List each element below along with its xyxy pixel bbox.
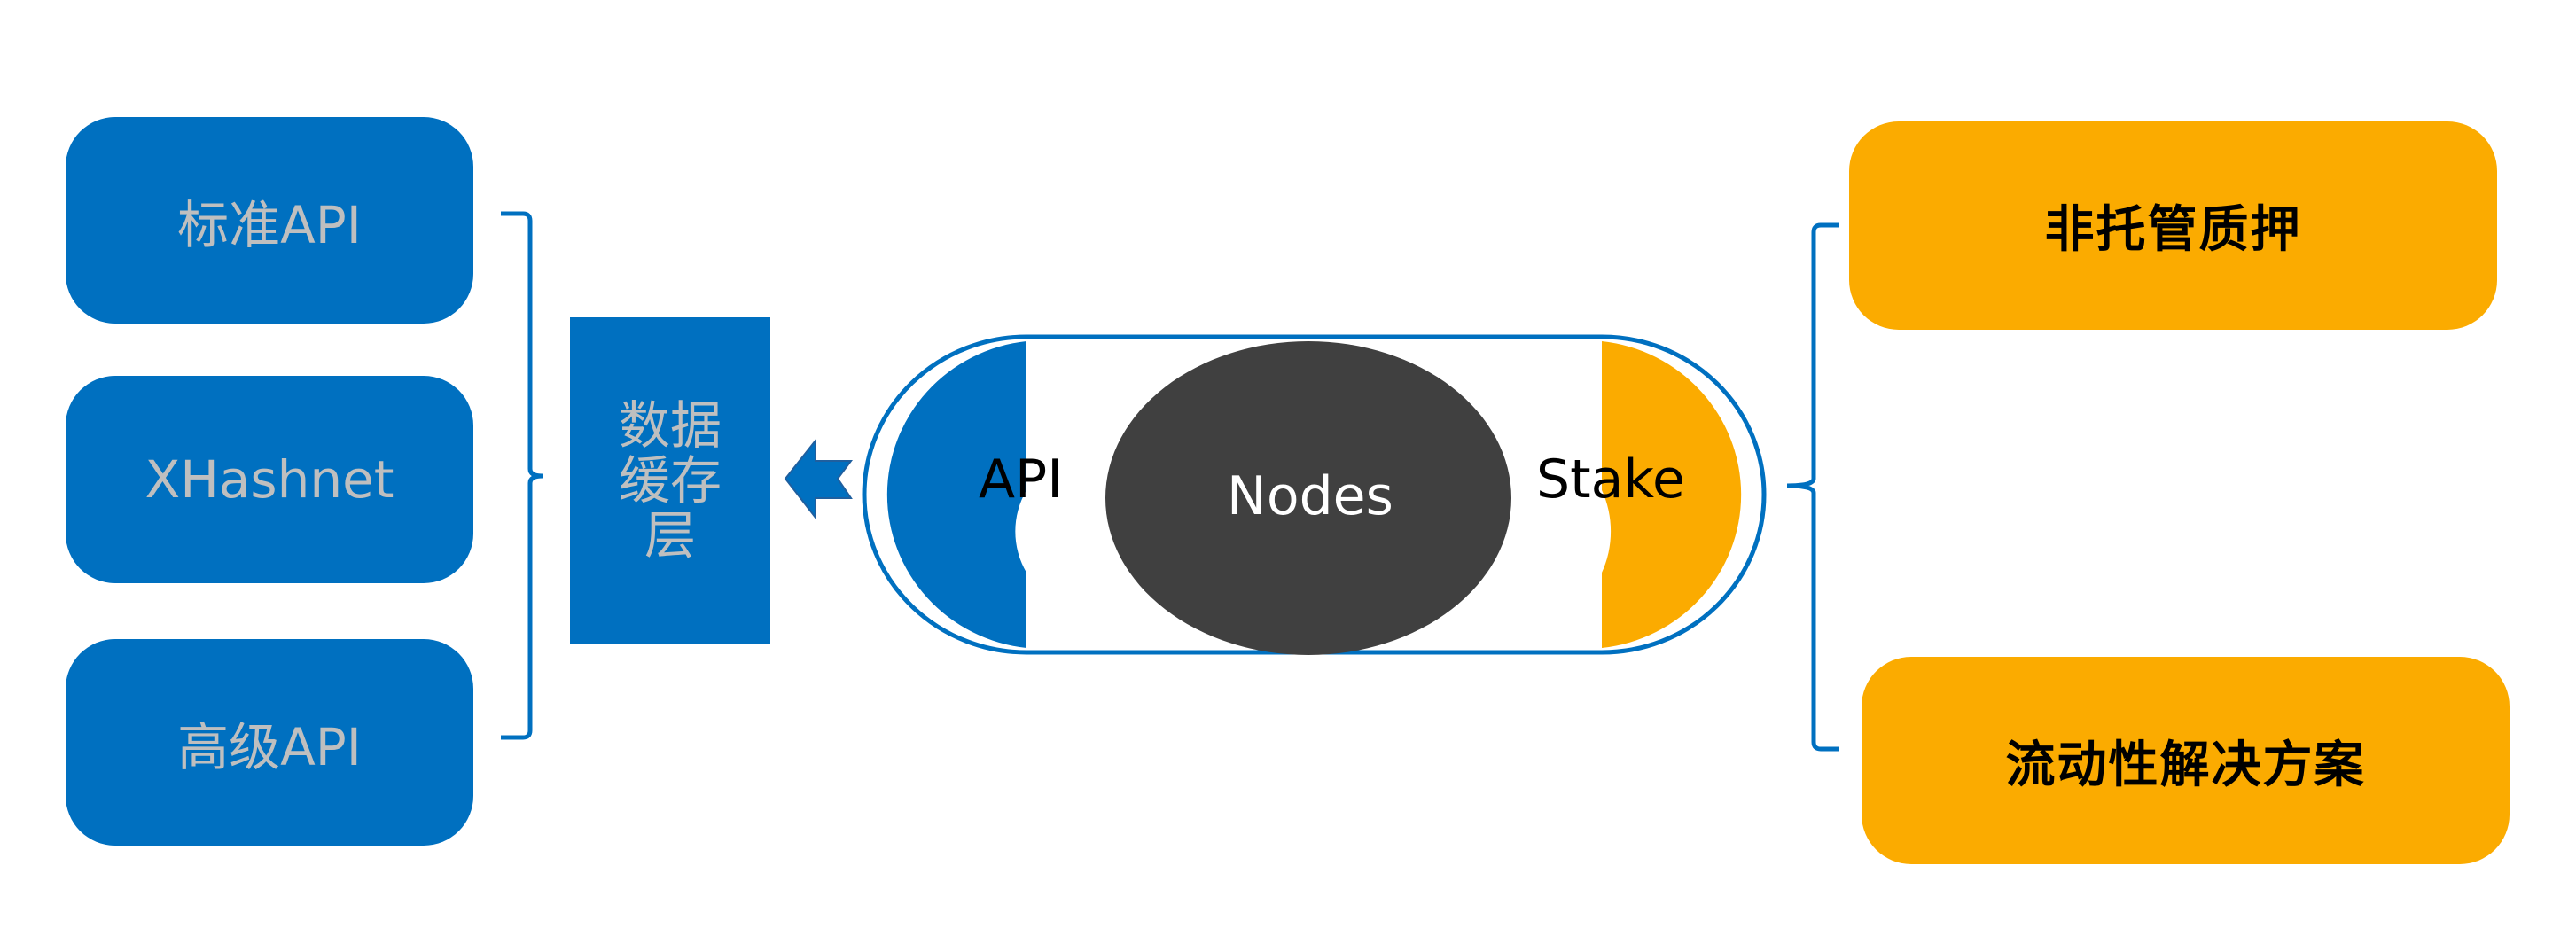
api-box-advanced-label: 高级API <box>177 716 362 777</box>
non-custodial-staking-box: 非托管质押 <box>1849 121 2497 330</box>
liquidity-solution-label: 流动性解决方案 <box>2005 736 2366 794</box>
non-custodial-staking-label: 非托管质押 <box>2044 201 2302 259</box>
api-box-standard-label: 标准API <box>177 194 362 255</box>
right-brace <box>1786 222 1839 752</box>
api-box-xhashnet-label: XHashnet <box>144 449 394 510</box>
nodes-ellipse <box>1105 341 1511 655</box>
data-cache-layer: 数据 缓存 层 <box>570 317 770 644</box>
api-box-xhashnet: XHashnet <box>66 376 473 583</box>
capsule-stake-label: Stake <box>1536 449 1685 511</box>
left-brace <box>501 211 543 740</box>
liquidity-solution-box: 流动性解决方案 <box>1862 657 2510 864</box>
capsule-nodes-label: Nodes <box>1227 465 1393 527</box>
cache-line-1: 数据 <box>618 395 722 456</box>
capsule-api-label: API <box>979 449 1063 511</box>
api-box-advanced: 高级API <box>66 639 473 846</box>
stake-band <box>1602 341 1742 648</box>
api-band <box>886 341 1026 648</box>
cache-line-2: 缓存 <box>618 450 722 511</box>
cache-line-3: 层 <box>644 505 696 566</box>
api-box-standard: 标准API <box>66 117 473 324</box>
left-arrow-icon <box>784 438 853 520</box>
